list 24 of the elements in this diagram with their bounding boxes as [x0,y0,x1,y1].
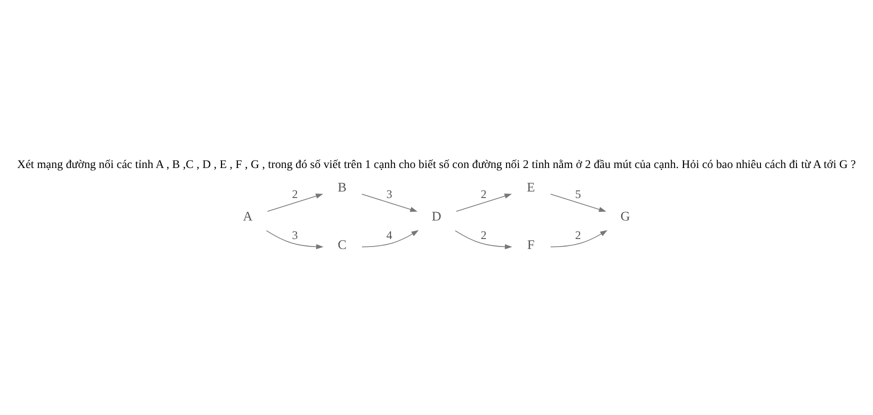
arrow [266,230,324,250]
edge-label: 2 [575,229,581,242]
edge-label: 4 [386,229,392,242]
node-text: C [338,237,347,252]
edge-label: 2 [480,188,487,202]
arrow [456,194,512,212]
diagram-title: Xét mạng đường nối các tỉnh A , B ,C , D , E , F , G , trong đó số viết trên 1 cạnh cho biết số con đường nối 2 tỉnh nằm ở 2 đầu mút của cạnh. Hỏi có bao nhiêu cách đi từ A tới G ? [17,158,856,172]
edge-label: 5 [575,188,581,202]
node-text: E [526,179,535,194]
edge-label: 3 [386,188,392,202]
node-text: A [243,208,253,224]
edge-label: 2 [292,188,298,202]
arrow [550,194,606,212]
arrow [454,230,512,250]
node-text: D [432,208,442,224]
arrow [550,230,608,248]
edge-label: 2 [480,229,487,242]
node-text: G [620,208,630,224]
node-text: F [527,237,535,252]
node-text: B [338,179,347,194]
arrow [362,194,418,212]
arrow [267,194,324,212]
arrow [362,230,419,248]
edge-label: 3 [292,229,298,242]
